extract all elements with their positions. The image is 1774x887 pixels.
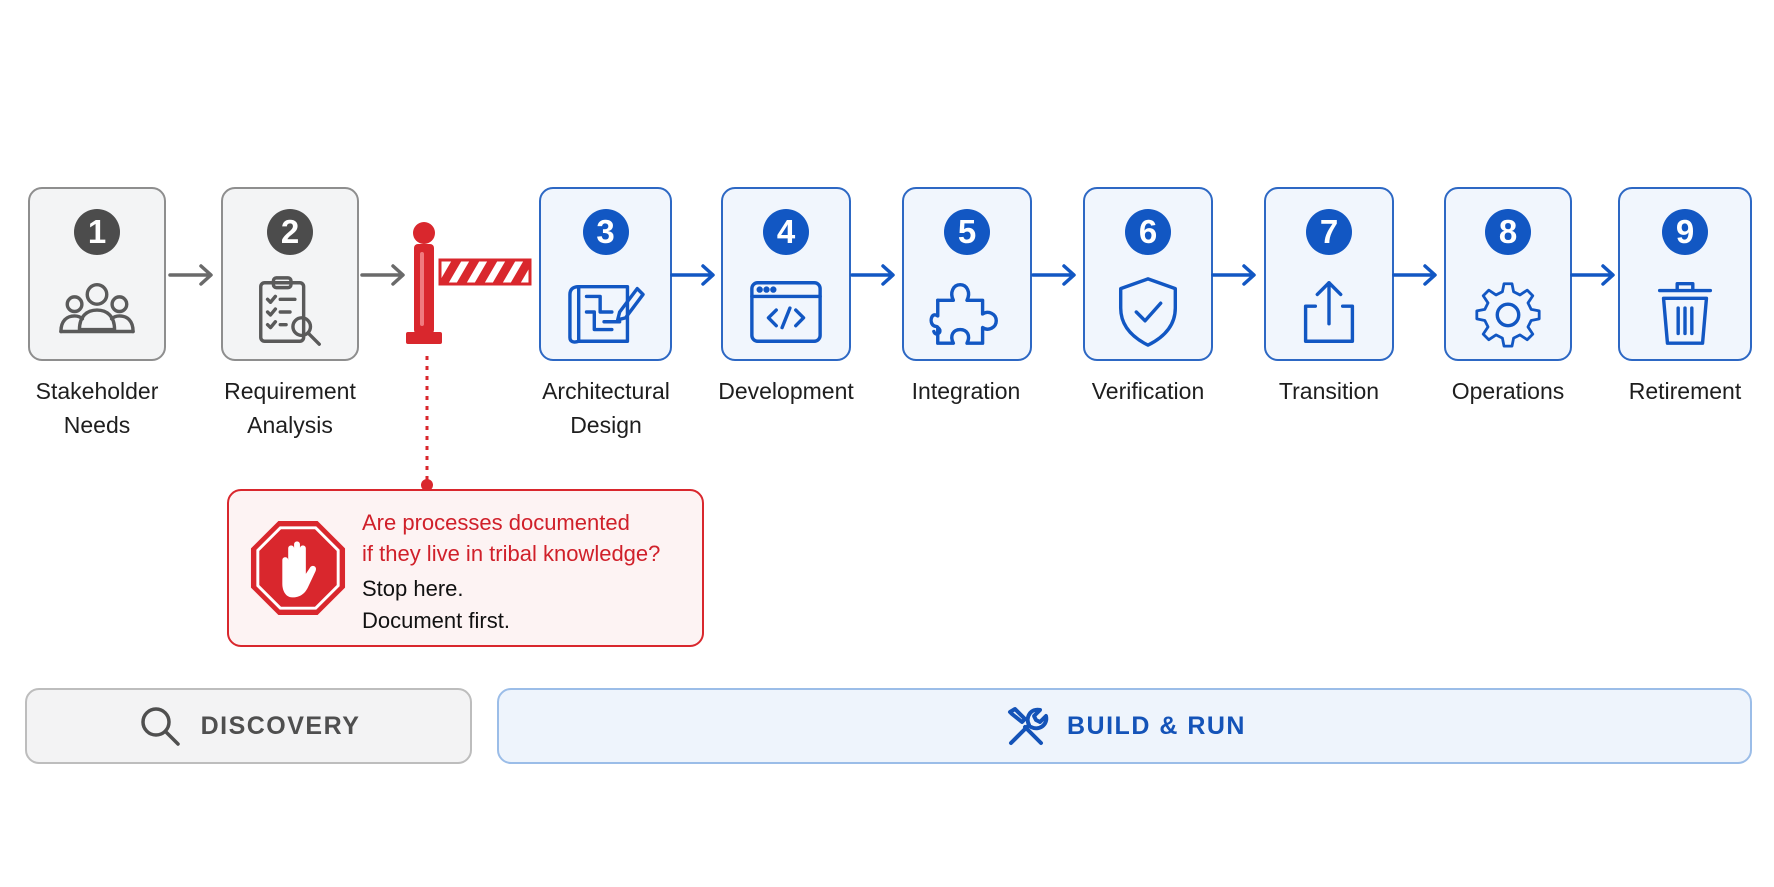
gate-warning-callout: Are processes documented if they live in… [227,489,704,647]
step-number-badge: 8 [1485,209,1531,255]
arrow-right-icon [360,264,405,286]
step-card-5: 5 [902,187,1032,361]
dotted-connector [421,356,433,491]
step-label-9: Retirement [1628,378,1742,404]
arrow-right-icon [1392,264,1437,286]
phase-discovery: DISCOVERY [25,688,472,764]
code-window-icon [750,281,822,343]
step-number-badge: 4 [763,209,809,255]
search-icon [140,707,180,746]
gear-icon [1475,282,1541,348]
arrow-right-icon [670,264,715,286]
gate-instruction-stop: Stop here. [362,576,464,601]
step-number-badge: 3 [582,209,629,255]
gate-instruction-document: Document first. [362,608,510,633]
tools-icon [1008,707,1049,745]
step-label-2: Requirement Analysis [224,378,356,438]
step-card-3: 3 [539,187,672,361]
step-label-8: Operations [1451,378,1565,404]
step-number-badge: 2 [267,209,313,255]
people-icon [59,282,135,334]
stop-hand-icon [250,520,346,616]
step-card-7: 7 [1264,187,1394,361]
step-card-1: 1 [28,187,166,361]
step-number-badge: 1 [74,209,120,255]
step-number-badge: 6 [1125,209,1171,255]
puzzle-icon [929,282,998,345]
shield-check-icon [1118,277,1178,347]
upload-icon [1303,281,1355,343]
step-card-6: 6 [1083,187,1213,361]
phase-build-run: BUILD & RUN [497,688,1752,764]
arrow-right-icon [1031,264,1076,286]
step-number-badge: 5 [944,209,990,255]
arrow-right-icon [1570,264,1615,286]
checklist-search-icon [259,276,321,346]
phase-build-run-label: BUILD & RUN [1067,711,1246,740]
step-label-7: Transition [1278,378,1380,404]
step-label-4: Development [718,378,854,404]
step-label-5: Integration [911,378,1021,404]
step-label-1: Stakeholder Needs [35,378,159,438]
phase-discovery-label: DISCOVERY [200,711,361,740]
barrier-gate-icon [406,222,532,344]
step-label-6: Verification [1091,378,1205,404]
step-card-2: 2 [221,187,359,361]
step-number-badge: 7 [1306,209,1352,255]
arrow-right-icon [850,264,895,286]
blueprint-icon [567,284,645,344]
step-card-8: 8 [1444,187,1572,361]
step-card-4: 4 [721,187,851,361]
arrow-right-icon [1211,264,1256,286]
trash-icon [1657,282,1713,345]
arrow-right-icon [168,264,213,286]
step-number-badge: 9 [1662,209,1708,255]
gate-question: Are processes documented if they live in… [362,510,661,566]
step-card-9: 9 [1618,187,1752,361]
step-label-3: Architectural Design [542,378,670,438]
